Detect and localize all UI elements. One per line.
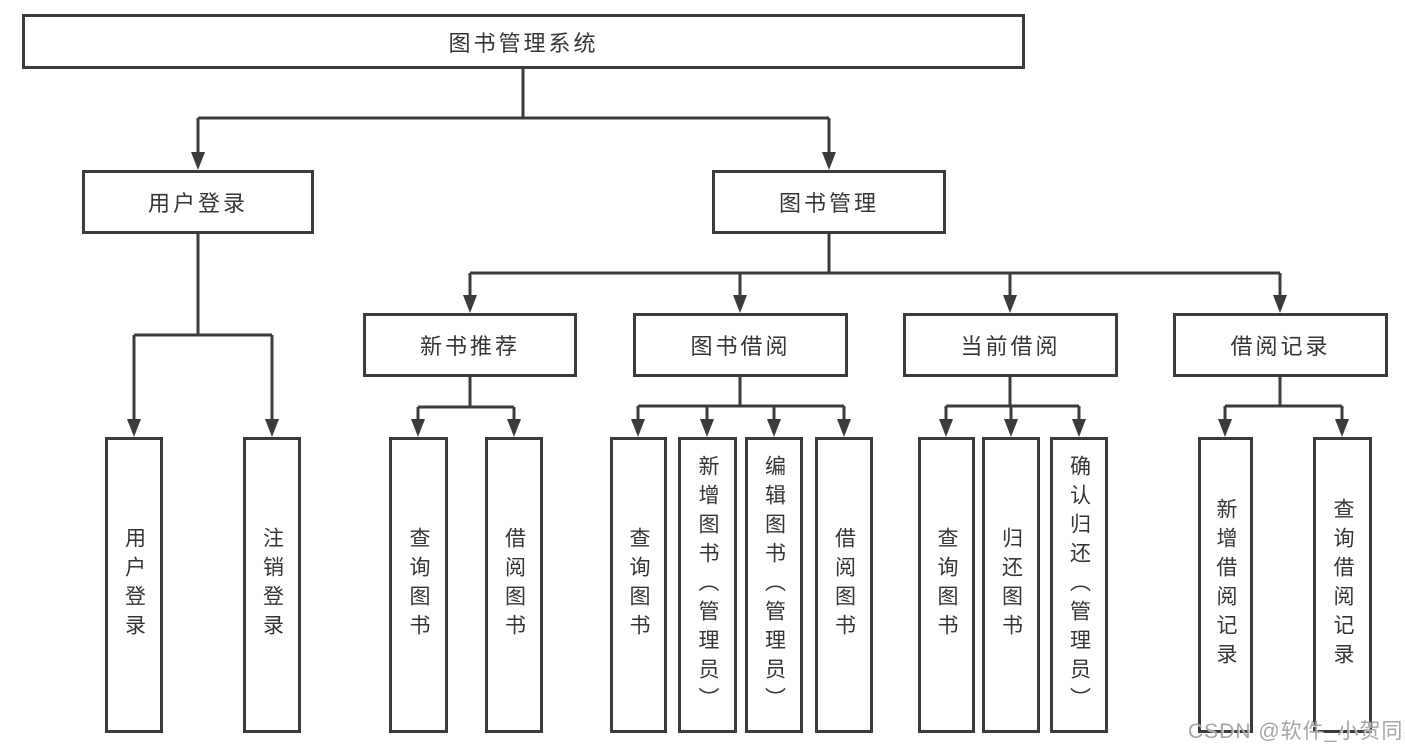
- leaf-borrow-books-label: 借阅图书: [832, 527, 856, 643]
- leaf-add-borrow-record: 新增借阅记录: [1198, 437, 1253, 733]
- node-library-management-system: 图书管理系统: [22, 14, 1025, 69]
- leaf-borrow-books: 借阅图书: [815, 437, 873, 733]
- leaf-search-borrow-record-label: 查询借阅记录: [1331, 498, 1355, 672]
- leaf-search-books-current-label: 查询图书: [935, 527, 959, 643]
- leaf-user-login-label: 用户登录: [122, 527, 146, 643]
- leaf-borrow-books-recommend: 借阅图书: [485, 437, 543, 733]
- leaf-edit-books-admin-label: 编辑图书（管理员）: [762, 454, 786, 716]
- leaf-add-borrow-record-label: 新增借阅记录: [1214, 498, 1238, 672]
- node-current-borrowing: 当前借阅: [903, 313, 1118, 377]
- node-book-borrowing: 图书借阅: [633, 313, 848, 377]
- leaf-confirm-return-admin-label: 确认归还（管理员）: [1067, 454, 1091, 716]
- leaf-search-books-borrow-label: 查询图书: [627, 527, 651, 643]
- leaf-confirm-return-admin: 确认归还（管理员）: [1050, 437, 1108, 733]
- leaf-search-books-recommend-label: 查询图书: [407, 527, 431, 643]
- leaf-logout-label: 注销登录: [260, 527, 284, 643]
- node-borrowing-records: 借阅记录: [1173, 313, 1388, 377]
- leaf-return-books-label: 归还图书: [999, 527, 1023, 643]
- leaf-logout: 注销登录: [243, 437, 301, 733]
- leaf-search-books-current: 查询图书: [918, 437, 975, 733]
- leaf-search-borrow-record: 查询借阅记录: [1313, 437, 1372, 733]
- leaf-return-books: 归还图书: [982, 437, 1040, 733]
- csdn-watermark: CSDN @软件_小贺同学: [1188, 720, 1405, 743]
- leaf-add-books-admin: 新增图书（管理员）: [678, 437, 737, 733]
- node-user-login: 用户登录: [82, 170, 314, 234]
- leaf-edit-books-admin: 编辑图书（管理员）: [745, 437, 803, 733]
- node-book-management: 图书管理: [712, 170, 946, 234]
- leaf-add-books-admin-label: 新增图书（管理员）: [696, 454, 720, 716]
- node-new-book-recommendation: 新书推荐: [363, 313, 577, 377]
- leaf-user-login: 用户登录: [105, 437, 163, 733]
- leaf-search-books-recommend: 查询图书: [389, 437, 448, 733]
- leaf-search-books-borrow: 查询图书: [610, 437, 667, 733]
- leaf-borrow-books-recommend-label: 借阅图书: [502, 527, 526, 643]
